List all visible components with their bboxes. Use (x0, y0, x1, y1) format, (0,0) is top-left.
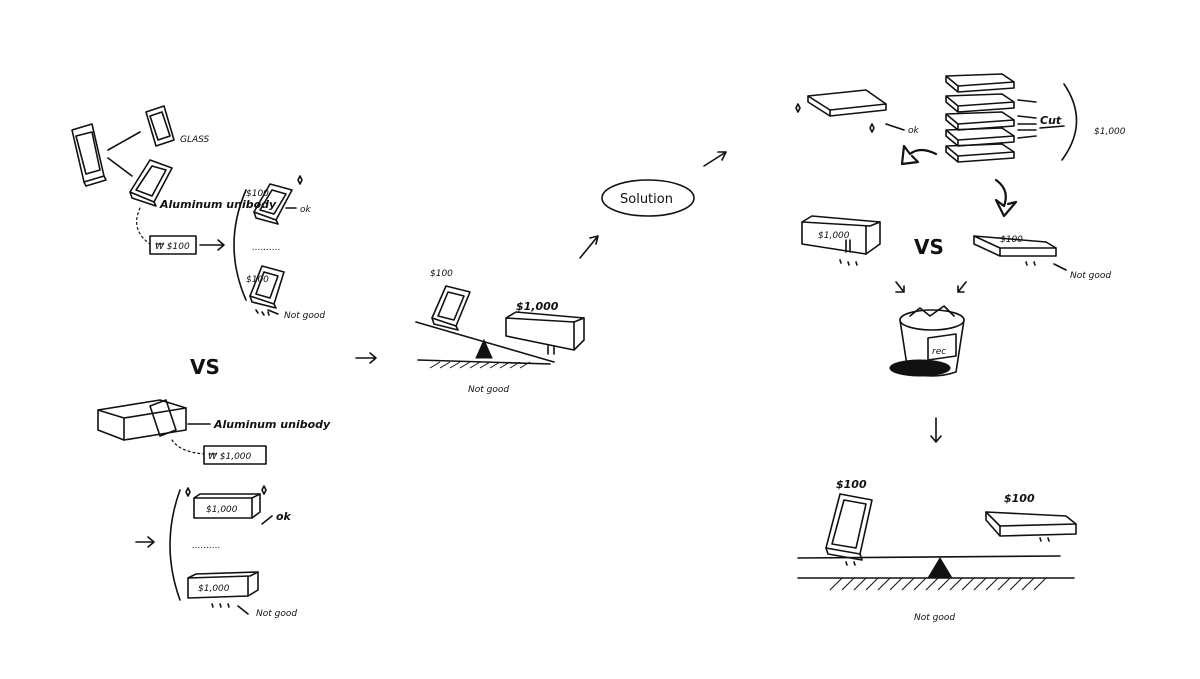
not-good-label-3: Not good (468, 385, 509, 395)
seesaw-plank-2 (797, 555, 1061, 559)
aluminum-tray-sketch (129, 159, 173, 207)
bar-ok-price: $1,000 (206, 505, 238, 515)
seesaw-fulcrum-1 (475, 338, 493, 359)
arrow-to-bin-left (895, 281, 905, 293)
arrow-from-solution (703, 151, 727, 167)
dots-1: .......... (252, 243, 281, 253)
bracket-3 (1061, 83, 1078, 161)
recycle-bin-sketch (889, 305, 965, 377)
price-tag-1000-text: ₩ $1,000 (208, 452, 252, 462)
seesaw-unbalanced (415, 321, 555, 369)
glass-panel-sketch (145, 105, 175, 147)
arrow-right-1 (199, 239, 225, 251)
solution-ellipse (601, 179, 695, 217)
bar-ok-1000 (185, 485, 267, 519)
dots-2: .......... (192, 541, 221, 551)
not-good-label-4: Not good (1070, 271, 1111, 281)
vs-label-2: VS (914, 235, 944, 259)
seesaw-price-1000: $1,000 (516, 300, 559, 313)
branch-line-aluminum (107, 157, 133, 177)
price-tag-100-text: ₩ $100 (155, 242, 190, 252)
arrow-notgood-1 (267, 309, 279, 315)
arrow-down-final (930, 417, 942, 443)
dotted-link-1 (136, 207, 151, 245)
bar-stack (945, 73, 1015, 163)
tray-broken-price: $100 (246, 275, 269, 285)
dotted-link-2 (171, 439, 205, 455)
aluminum-label-1: Aluminum unibody (159, 198, 277, 211)
flat-bar-cut (795, 89, 887, 133)
tray-on-seesaw (431, 285, 471, 331)
price-tag-100 (149, 235, 197, 255)
arrow-ok-2 (261, 515, 273, 525)
flat-bar-broken-100 (973, 235, 1057, 266)
tray-ok-100 (253, 175, 303, 225)
seesaw-price-100: $100 (430, 269, 453, 279)
seesaw-balanced (797, 555, 1075, 591)
not-good-label-1: Not good (284, 311, 325, 321)
glass-label: GLASS (180, 135, 210, 145)
ground-hatch-2 (829, 577, 1047, 591)
ok-label-2: ok (276, 510, 292, 523)
remainder-price: $1,000 (818, 231, 850, 241)
tray-broken-100 (249, 265, 285, 316)
flat-bar-price: $100 (1000, 235, 1023, 245)
branch-line-glass (107, 131, 141, 151)
rec-label: rec (932, 347, 946, 357)
arrow-ok-3 (885, 123, 905, 131)
cut-underline (1039, 125, 1065, 129)
bar-remainder-1000 (801, 215, 881, 266)
arrow-notgood-2 (237, 605, 249, 615)
not-good-label-5: Not good (914, 613, 955, 623)
arrow-to-solution (579, 235, 599, 259)
curved-arrow-down (994, 178, 1018, 218)
bracket-2 (169, 489, 181, 601)
arrow-right-2 (135, 536, 155, 548)
arrow-notgood-4 (1053, 263, 1067, 271)
bar-broken-price: $1,000 (198, 584, 230, 594)
solution-label: Solution (620, 192, 673, 207)
flat-bar-on-balanced-seesaw (985, 511, 1077, 542)
ok-label-1: ok (300, 205, 312, 215)
aluminum-label-2: Aluminum unibody (213, 418, 331, 431)
aluminum-bar-sketch (97, 399, 187, 441)
bracket-1 (233, 189, 247, 301)
tray-ok-price: $100 (246, 189, 269, 199)
ok-label-3: ok (908, 126, 920, 136)
balanced-price-right: $100 (1004, 492, 1035, 505)
stack-price-1000: $1,000 (1094, 127, 1126, 137)
vs-label-1: VS (190, 355, 220, 379)
curved-arrow-left (900, 144, 938, 166)
bar-on-seesaw (505, 311, 585, 355)
cut-label: Cut (1040, 114, 1062, 127)
price-tag-1000 (203, 445, 267, 465)
bar-broken-1000 (187, 571, 259, 608)
arrow-to-seesaw (355, 352, 377, 364)
ground-hatch-1 (429, 361, 531, 369)
not-good-label-2: Not good (256, 609, 297, 619)
phone-device-sketch (71, 123, 107, 187)
balanced-price-left: $100 (836, 478, 867, 491)
arrow-to-bin-right (957, 281, 967, 293)
seesaw-fulcrum-2 (927, 557, 953, 579)
cut-arrows (1017, 99, 1037, 139)
tray-on-balanced-seesaw (825, 493, 873, 566)
